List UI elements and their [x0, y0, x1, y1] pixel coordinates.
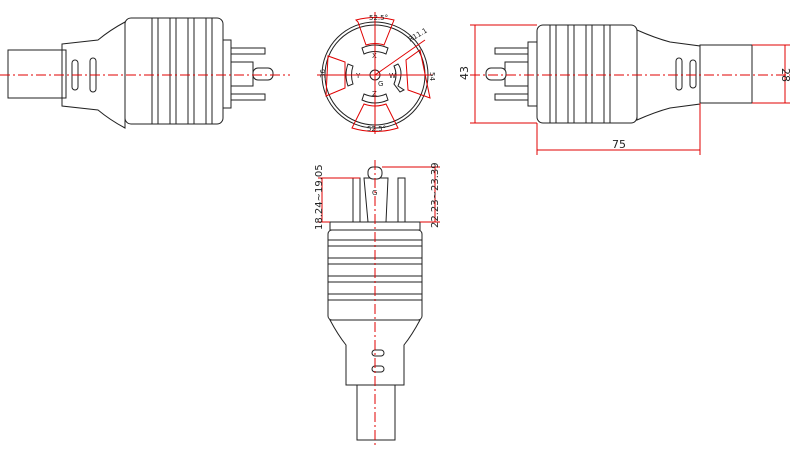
pin-x [361, 44, 389, 55]
housing [124, 17, 224, 125]
drawing-line [371, 349, 385, 357]
dim-angle-top: 52.5° [369, 14, 388, 22]
strain-relief [61, 21, 126, 129]
drawing-line [371, 365, 385, 373]
bottom-view: G 18.24~19.05 22.23~23.39 [314, 160, 441, 445]
face [222, 39, 232, 109]
dim-radius: R11.1 [407, 27, 429, 44]
angle-bottom-mark [351, 103, 399, 132]
pin [230, 61, 254, 87]
cable [356, 384, 396, 441]
dim-length: 75 [612, 138, 626, 151]
label-w: W [389, 72, 396, 80]
cable [7, 49, 67, 99]
pin [230, 47, 266, 55]
label-g: G [378, 80, 383, 88]
angle-top-mark [355, 17, 395, 46]
pin-z [361, 93, 389, 104]
pin [494, 47, 529, 55]
dim-angle-bottom: 52.5° [367, 125, 386, 133]
ground-pin [485, 67, 507, 81]
label-y: Y [355, 72, 361, 80]
dim-cable-diameter: 28 [779, 68, 792, 82]
front-view: X Y W Z G 52.5° 52.5° R11.1 54 36 [317, 12, 436, 134]
dim-pin-length: 18.24~19.05 [314, 164, 325, 230]
pin-w [393, 63, 405, 93]
face [527, 41, 538, 107]
pin [504, 61, 529, 87]
dim-height: 43 [458, 66, 471, 80]
pin [363, 177, 389, 223]
left-mark [325, 55, 346, 97]
drawing-line [689, 59, 697, 89]
right-mark [405, 49, 431, 99]
dim-ground-pin-length: 22.23~23.39 [430, 162, 441, 228]
drawing-line [374, 39, 426, 76]
housing [536, 24, 638, 124]
pin [494, 93, 529, 101]
drawing-line [675, 57, 683, 91]
cable [699, 44, 753, 104]
drawing-line [549, 25, 611, 123]
drawing-line [352, 177, 361, 223]
side-view-left [0, 17, 290, 129]
side-view-right: 43 28 75 [458, 24, 792, 155]
dim-left-width: 36 [319, 69, 327, 78]
grip-rings [151, 18, 213, 124]
strain-relief [329, 319, 421, 386]
drawing-line [397, 177, 406, 223]
pin-y [345, 63, 354, 87]
pin [230, 93, 266, 101]
ground-pin [252, 67, 274, 81]
dim-right-width: 54 [428, 72, 436, 81]
